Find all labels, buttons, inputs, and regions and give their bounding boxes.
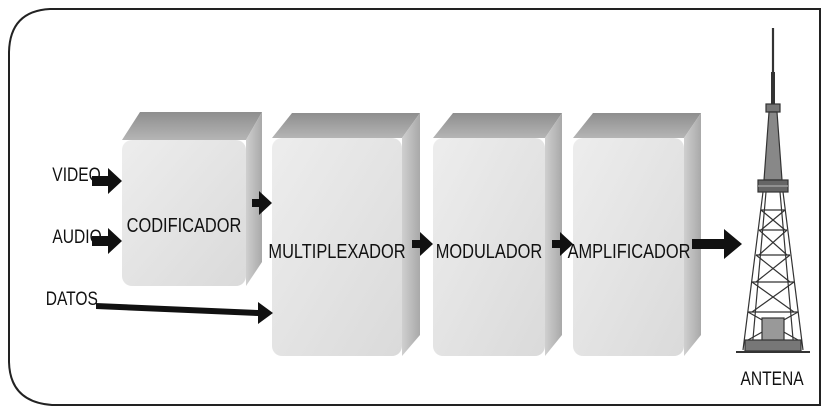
- arrow-audio: [92, 228, 122, 254]
- input-audio-label: AUDIO: [52, 226, 101, 248]
- amplificador-block: AMPLIFICADOR: [568, 113, 701, 356]
- amplificador-label: AMPLIFICADOR: [568, 239, 691, 262]
- codificador-label: CODIFICADOR: [127, 213, 242, 236]
- multiplexador-label: MULTIPLEXADOR: [268, 239, 405, 262]
- broadcast-tower-icon: [736, 28, 810, 353]
- arrow-codificador-multiplexador: [252, 191, 272, 215]
- arrows: [92, 168, 742, 324]
- arrow-amplificador-antena: [692, 229, 742, 259]
- modulador-label: MODULADOR: [436, 239, 542, 262]
- arrow-datos: [96, 302, 273, 324]
- arrow-multiplexador-modulador: [412, 232, 433, 256]
- multiplexador-block: MULTIPLEXADOR: [268, 113, 420, 356]
- modulador-block: MODULADOR: [433, 113, 562, 356]
- input-datos-label: DATOS: [46, 288, 98, 310]
- input-video-label: VIDEO: [52, 164, 100, 186]
- codificador-block: CODIFICADOR: [122, 112, 262, 286]
- arrow-video: [92, 168, 122, 194]
- antenna-label: ANTENA: [740, 368, 804, 390]
- arrow-modulador-amplificador: [552, 232, 573, 256]
